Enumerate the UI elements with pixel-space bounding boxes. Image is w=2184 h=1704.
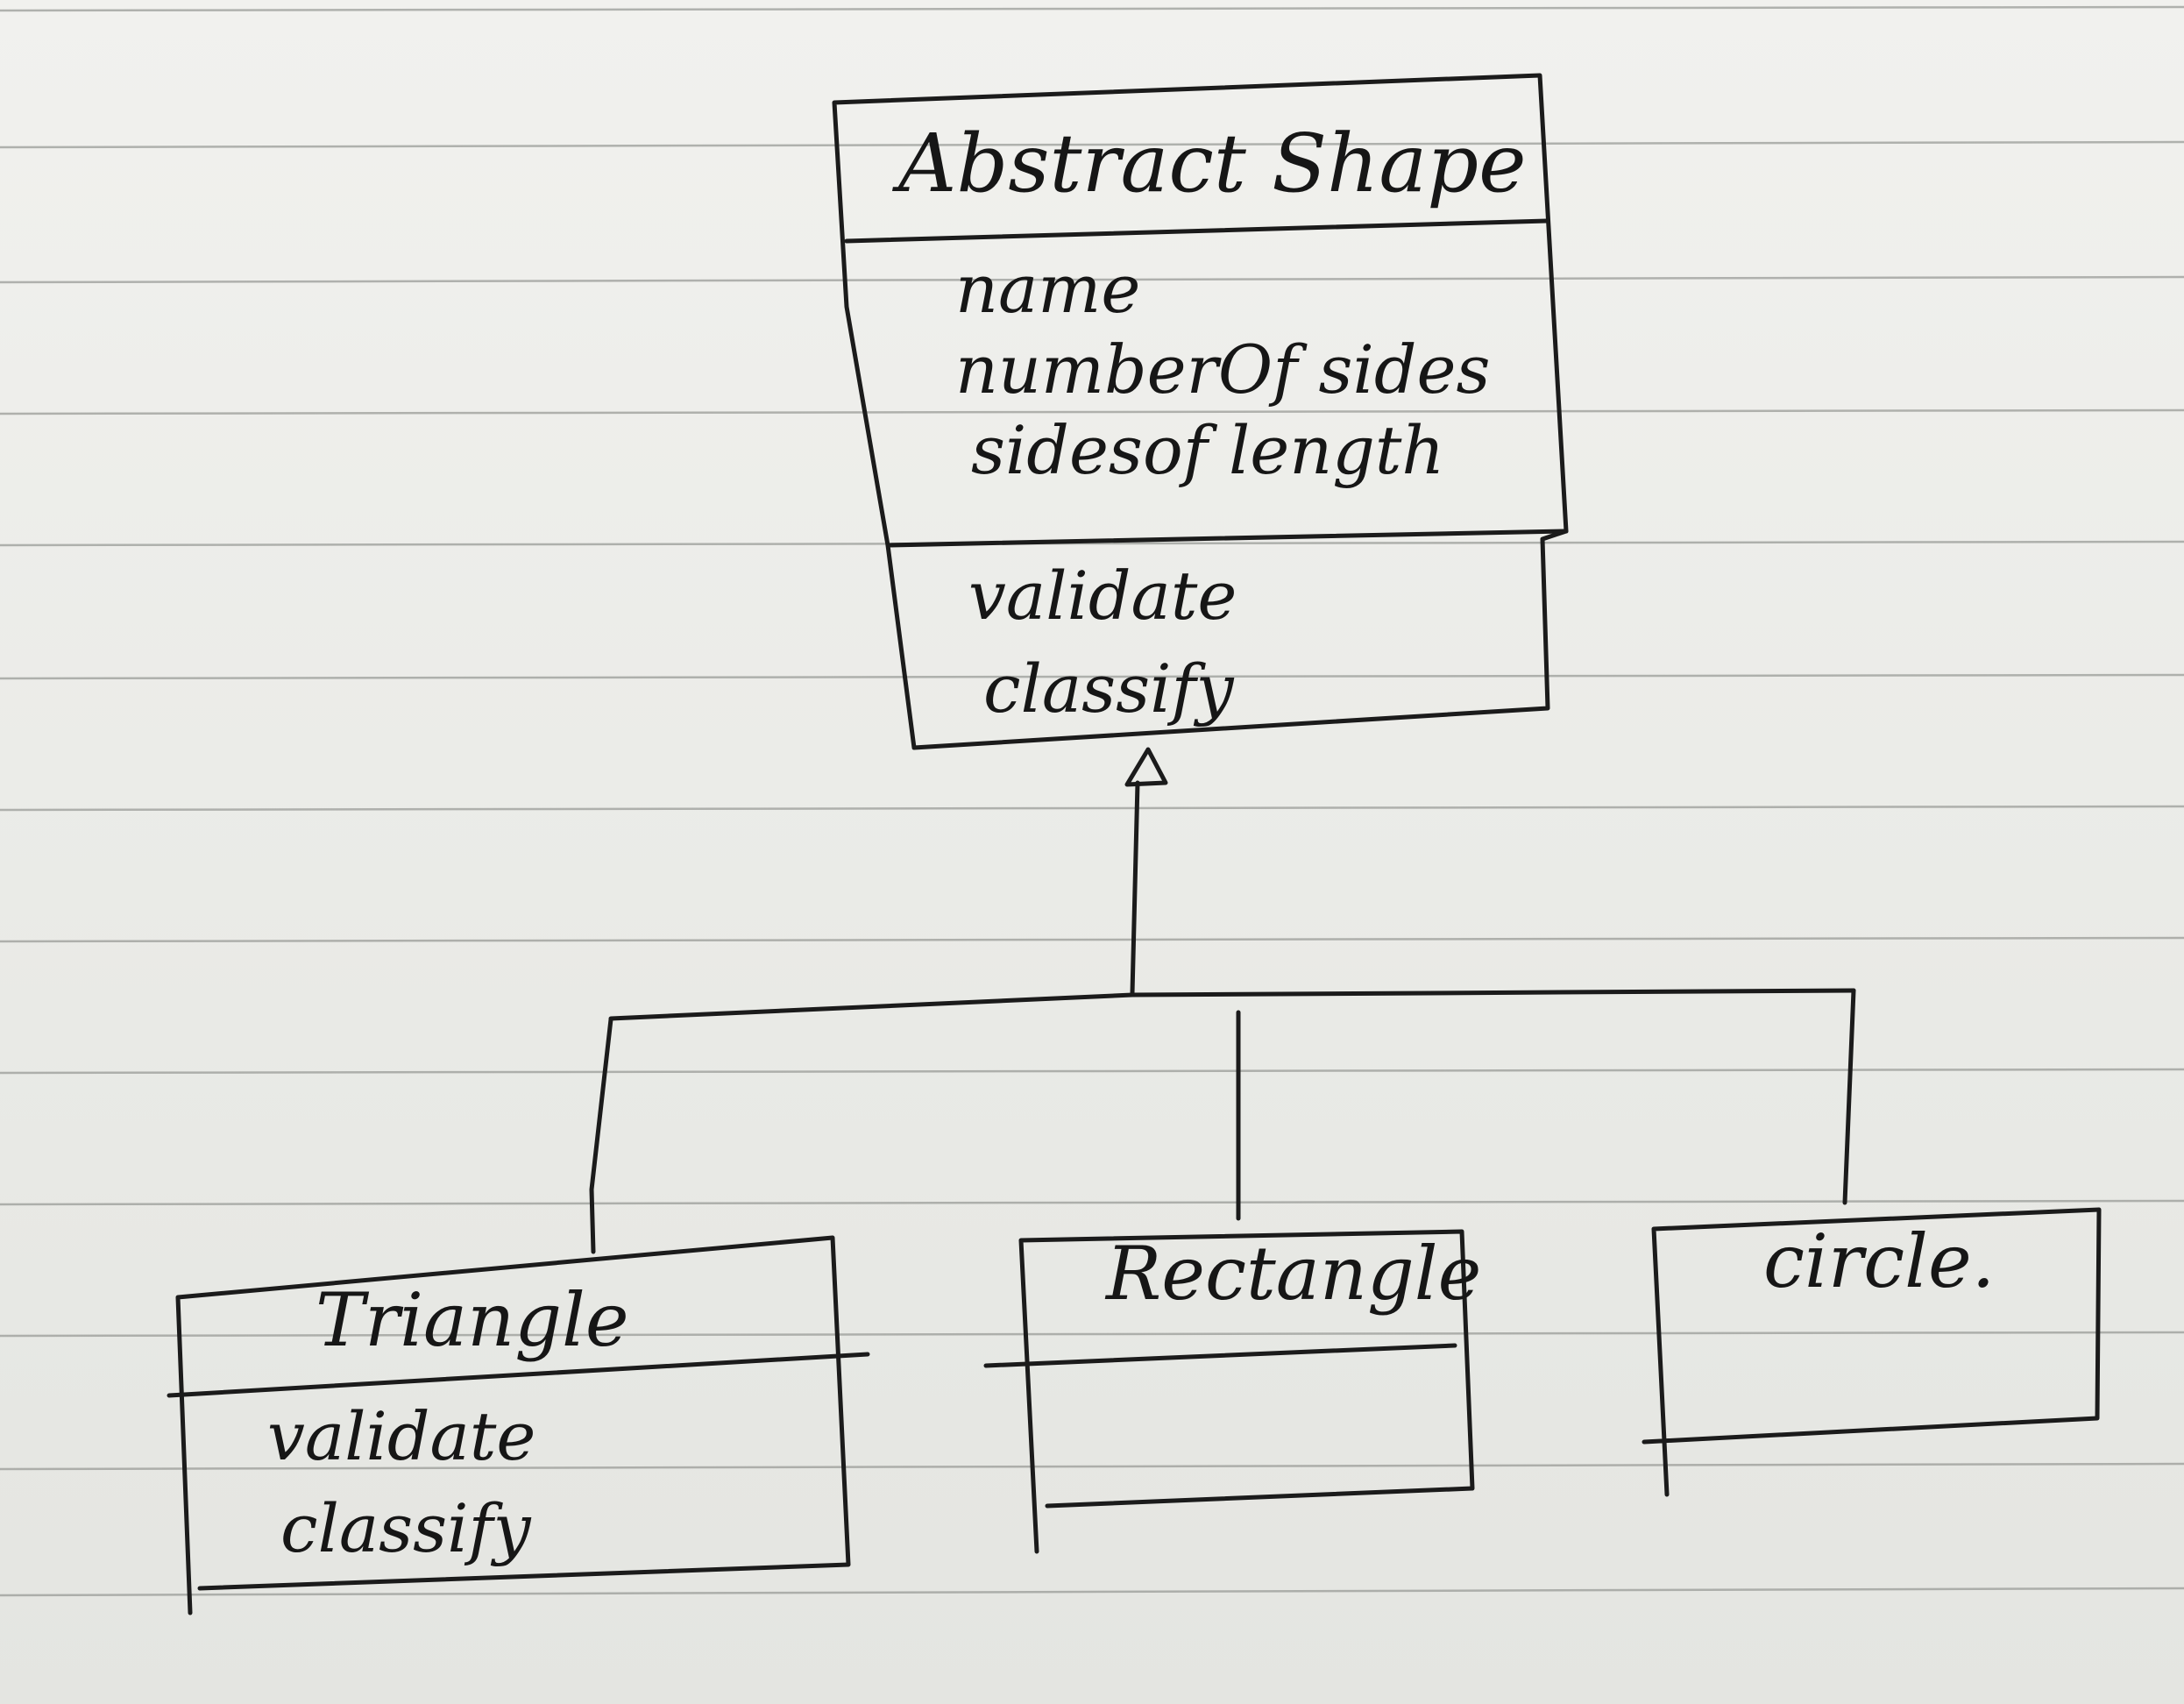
parent-class-name: Abstract Shape (891, 117, 1527, 210)
triangle-class-name: Triangle (316, 1277, 629, 1363)
rectangle-class-box: Rectangle (983, 1229, 1481, 1554)
branch-to-triangle (589, 1017, 613, 1254)
circle-class-name: circle. (1763, 1218, 1995, 1304)
parent-method-2: classify (983, 650, 1235, 728)
ruled-lines (0, 5, 2184, 1597)
rectangle-class-name: Rectangle (1104, 1231, 1481, 1317)
triangle-name-divider (167, 1352, 870, 1398)
rectangle-name-divider (983, 1343, 1457, 1368)
inheritance-connector (589, 747, 1856, 1254)
parent-attribute-1: name (955, 250, 1140, 328)
parent-method-1: validate (968, 557, 1237, 635)
generalization-arrowhead (1124, 747, 1168, 787)
parent-class-box: Abstract Shape name numberOf sides sides… (832, 73, 1569, 750)
parent-class-outline (832, 73, 1569, 750)
triangle-class-box: Triangle validate classify (167, 1235, 870, 1615)
branch-to-circle (1842, 988, 1856, 1205)
circle-class-outline (1642, 1207, 2102, 1497)
parent-name-divider (844, 218, 1549, 244)
parent-attribute-3: sidesof length (971, 411, 1444, 489)
triangle-method-2: classify (280, 1489, 532, 1567)
triangle-method-1: validate (267, 1397, 535, 1475)
circle-class-box: circle. (1642, 1207, 2102, 1497)
parent-attributes-divider (885, 529, 1569, 548)
arrow-shaft (1130, 780, 1140, 996)
branch-bar (608, 988, 1856, 1022)
rectangle-class-outline (1018, 1229, 1475, 1554)
triangle-class-outline (175, 1235, 851, 1615)
parent-attribute-2: numberOf sides (955, 330, 1490, 408)
